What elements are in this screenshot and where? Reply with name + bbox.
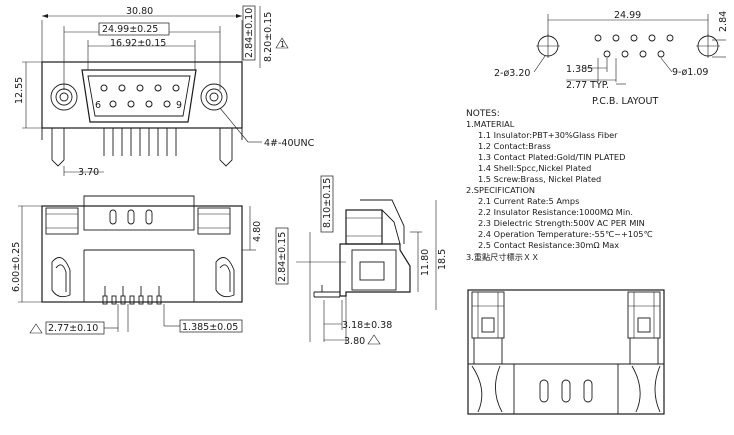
dim-front-height: 4.80 — [252, 221, 263, 242]
pcb-2-84: 2.84 — [718, 11, 729, 32]
side-view: 2.84±0.15 8.10±0.15 11.80 18.5 3.18±0.38… — [275, 175, 448, 347]
callout-triangle: 1 — [275, 37, 289, 49]
pcb-title: P.C.B. LAYOUT — [592, 96, 658, 107]
pin-number-9: 9 — [176, 100, 182, 111]
side-nut — [345, 209, 383, 245]
pcb-pin-holes-label: 9-ø1.09 — [672, 67, 708, 78]
side-body — [339, 243, 411, 297]
callout-triangle — [367, 334, 381, 345]
pcb-pin-holes — [594, 34, 674, 58]
dim-side-flange: 2.84±0.15 — [277, 232, 288, 282]
screw-spec: 4#-40UNC — [264, 138, 315, 149]
dim-half-pitch: 1.385±0.05 — [182, 322, 238, 333]
dim-flange-thk: 2.84±0.10 — [244, 8, 255, 58]
note-line: 2.3 Dielectric Strength:500V AC PER MIN — [478, 218, 645, 228]
dim-overall-width: 30.80 — [126, 6, 153, 17]
note-line: 2.1 Current Rate:5 Amps — [478, 196, 579, 206]
dim-side-width: 6.00±0.25 — [11, 242, 22, 292]
dim-pin-offset: 3.70 — [78, 167, 99, 178]
pcb-mount-hole-left — [536, 34, 560, 58]
d-shell — [81, 69, 197, 123]
dim-pin-row-span: 24.99±0.25 — [102, 24, 158, 35]
dim-shell-width: 16.92±0.15 — [110, 38, 166, 49]
top-body — [41, 205, 243, 303]
dim-flange-depth: 8.20±0.15 — [263, 12, 274, 62]
note-line: 1.MATERIAL — [466, 119, 515, 129]
dim-side-depth: 8.10±0.15 — [322, 178, 333, 228]
front-view: 30.80 24.99±0.25 16.92±0.15 12.55 2.84±0… — [14, 5, 315, 178]
top-pin-tails — [102, 286, 162, 305]
callout-triangle — [29, 323, 43, 334]
pin-row-upper — [100, 84, 180, 92]
pcb-half-pitch: 1.385 — [566, 64, 593, 75]
dim-side-b2: 3.80 — [344, 336, 365, 347]
note-line: 1.4 Shell:Spcc,Nickel Plated — [478, 163, 591, 173]
pin-tails — [103, 128, 177, 156]
top-view: 6.00±0.25 4.80 2.77±0.10 1.385±0.05 — [11, 195, 263, 335]
note-line: 2.4 Operation Temperature:-55℃~+105℃ — [478, 229, 653, 239]
pcb-mount-hole-right — [696, 34, 720, 58]
dim-side-h1: 11.80 — [420, 249, 431, 276]
rear-view — [467, 289, 665, 415]
note-line: 2.2 Insulator Resistance:1000MΩ Min. — [478, 207, 633, 217]
dim-side-b1: 3.18±0.38 — [342, 320, 392, 331]
pcb-span: 24.99 — [614, 10, 641, 21]
notes-block: NOTES: 1.MATERIAL 1.1 Insulator:PBT+30%G… — [466, 109, 653, 262]
note-line: 3.重點尺寸標示ＸＸ — [466, 252, 539, 262]
notes-heading: NOTES: — [466, 109, 500, 119]
note-line: 1.5 Screw:Brass, Nickel Plated — [478, 174, 601, 184]
note-line: 1.2 Contact:Brass — [478, 141, 551, 151]
pin-row-lower — [109, 100, 171, 108]
note-line: 1.3 Contact Plated:Gold/TIN PLATED — [478, 152, 625, 162]
pcb-mount-holes: 2-ø3.20 — [494, 68, 530, 79]
rear-body — [467, 289, 665, 415]
note-line: 1.1 Insulator:PBT+30%Glass Fiber — [478, 130, 618, 140]
dim-side-h2: 18.5 — [437, 249, 448, 270]
dim-height: 12.55 — [14, 77, 25, 104]
flange-plate — [41, 61, 243, 129]
note-line: 2.5 Contact Resistance:30mΩ Max — [478, 240, 619, 250]
pin-number-6: 6 — [95, 100, 101, 111]
box-pin-row-span — [98, 22, 170, 36]
pcb-layout: 24.99 2.84 1.385 — [494, 10, 729, 107]
dim-pitch: 2.77±0.10 — [48, 323, 98, 334]
svg-text:1: 1 — [280, 40, 285, 49]
pcb-pitch: 2.77 TYP. — [566, 80, 609, 91]
note-line: 2.SPECIFICATION — [466, 185, 535, 195]
